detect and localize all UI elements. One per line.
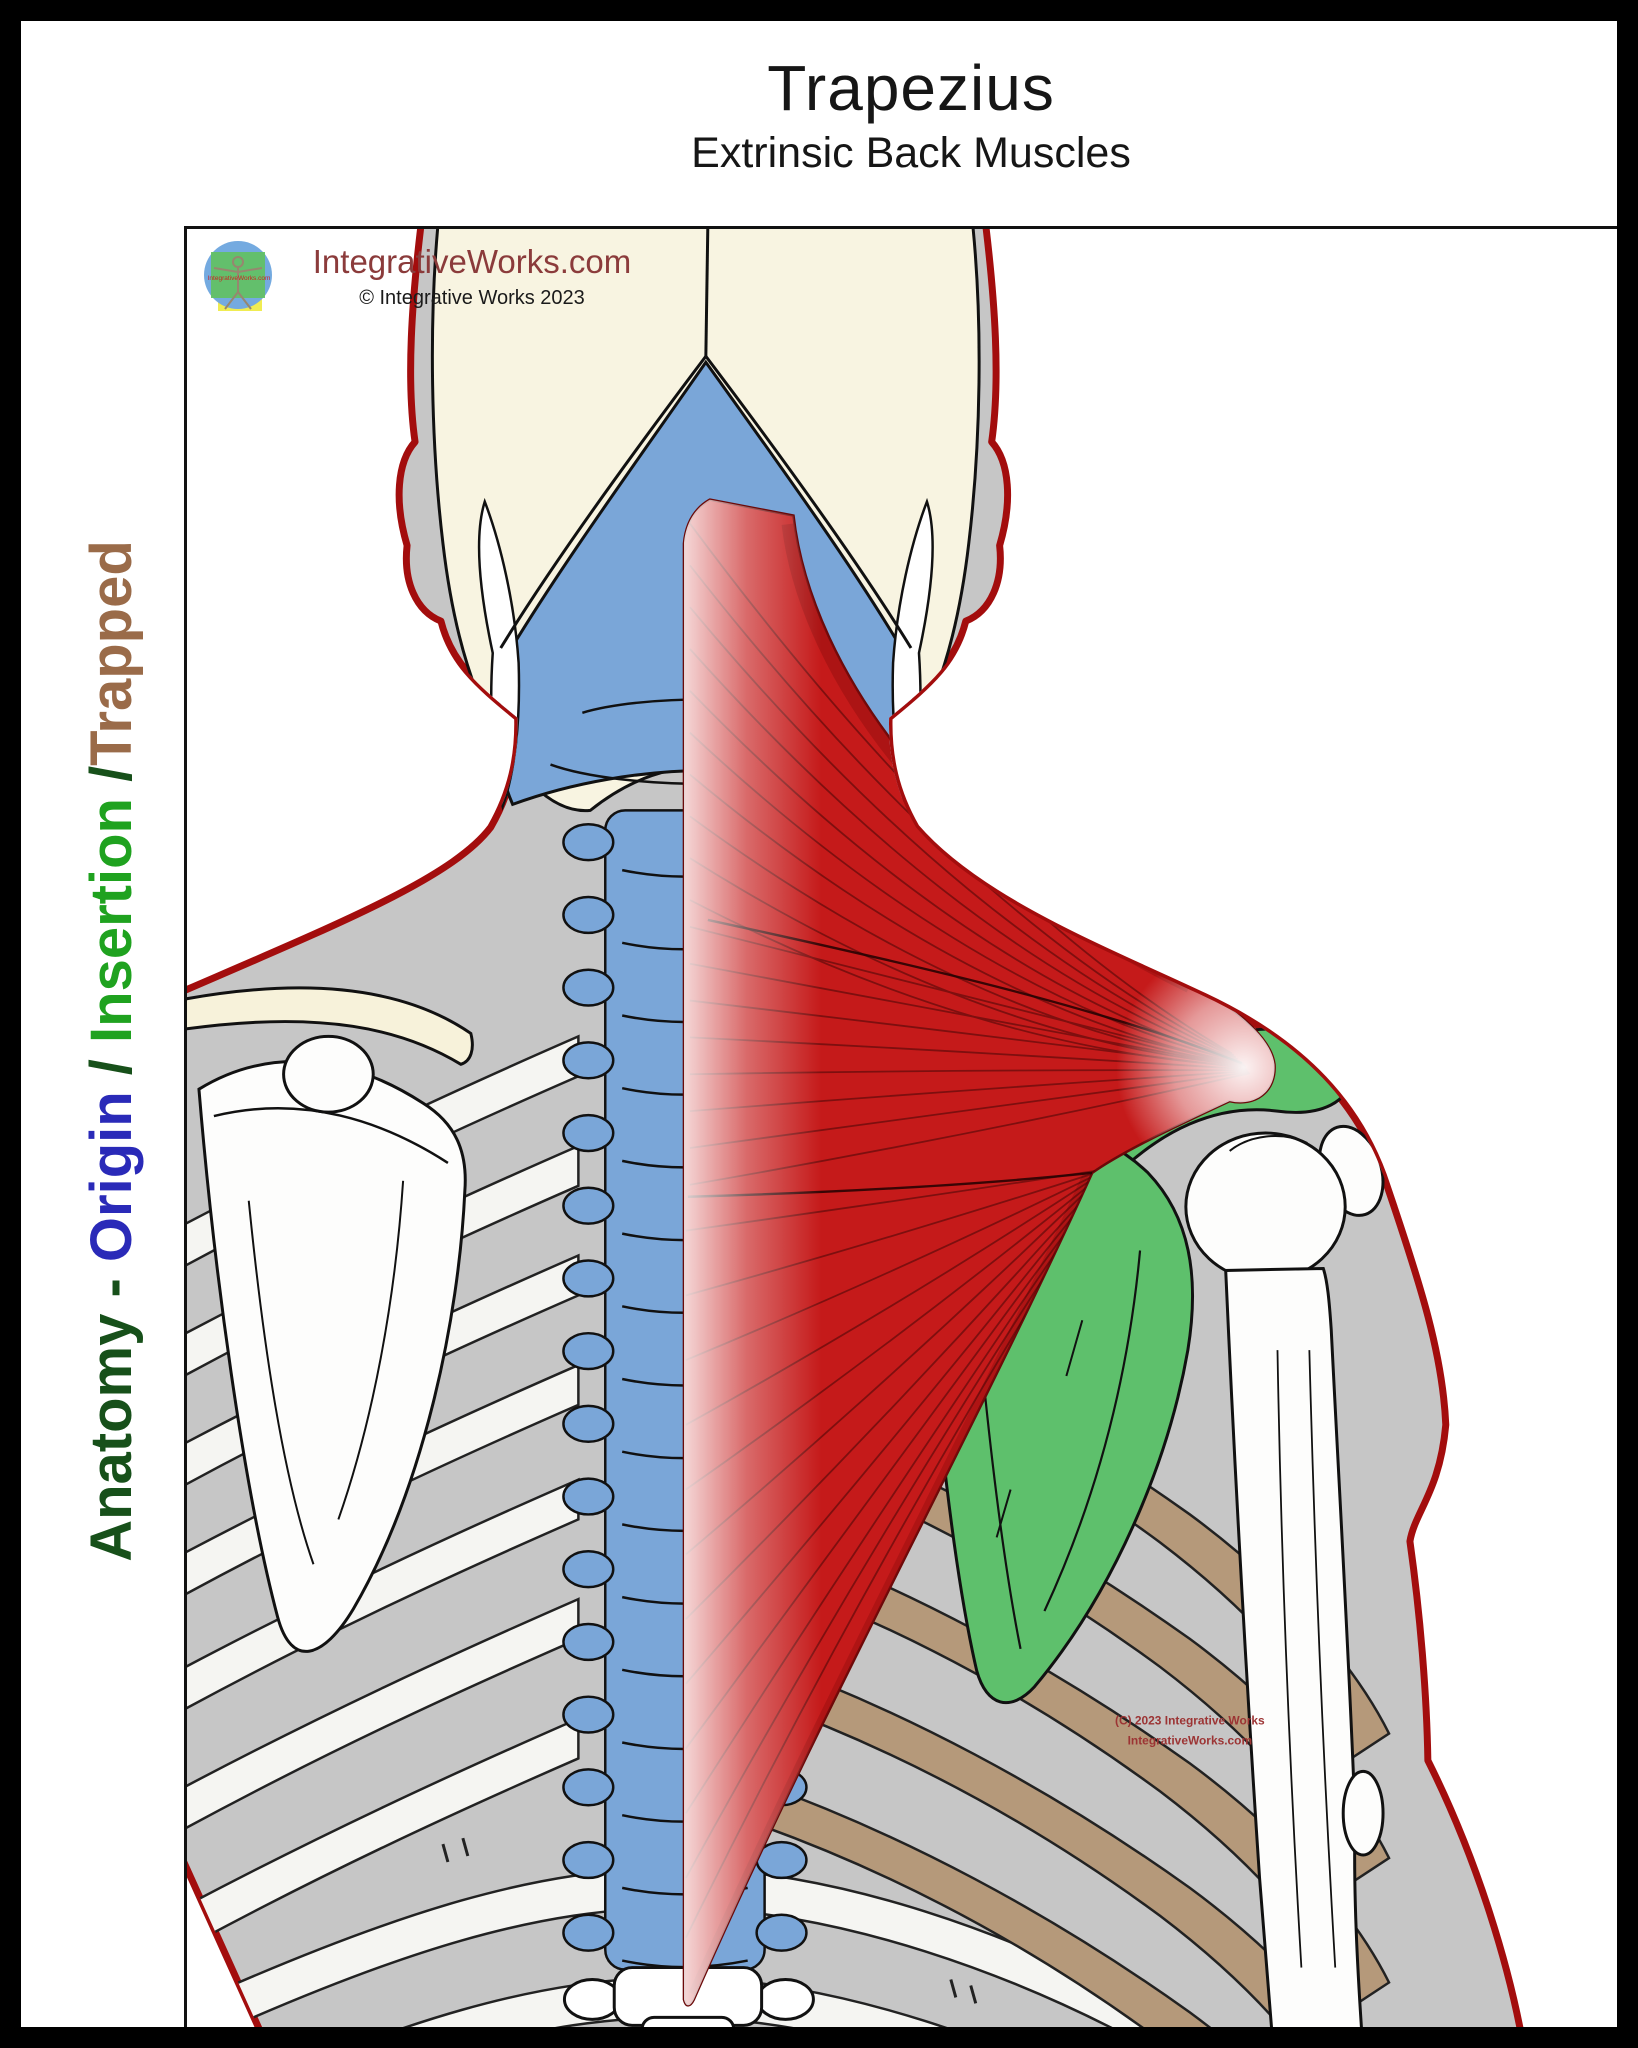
side-label-text: Anatomy - Origin / Insertion /Trapped [79, 540, 144, 1562]
copyright-text: © Integrative Works 2023 [359, 287, 585, 309]
side-label-origin: Origin [79, 1091, 144, 1262]
page-subtitle: Extrinsic Back Muscles [691, 129, 1131, 177]
side-label-slash2: / [79, 766, 144, 798]
humerus [1184, 1124, 1385, 2027]
side-label-insertion: Insertion [79, 798, 144, 1043]
logo-vitruvian-figure [213, 256, 263, 310]
anatomy-illustration: (C) 2023 Integrative Works IntegrativeWo… [187, 229, 1524, 2027]
muscle-medial-fade [683, 499, 822, 2006]
side-label: Anatomy - Origin / Insertion /Trapped [79, 540, 144, 1562]
side-label-slash1: / [79, 1043, 144, 1091]
side-label-trapped: Trapped [79, 540, 144, 766]
watermark-line1: (C) 2023 Integrative Works [1115, 1714, 1265, 1728]
skull-sutures [499, 229, 913, 649]
watermark-line2: IntegrativeWorks.com [1128, 1733, 1253, 1747]
side-label-dash: - [79, 1262, 144, 1314]
integrative-works-logo: IntegrativeWorks.com [204, 241, 272, 311]
illustration-frame: (C) 2023 Integrative Works IntegrativeWo… [184, 226, 1617, 2027]
side-label-anatomy: Anatomy [79, 1314, 144, 1562]
left-clavicle [187, 986, 474, 1066]
inner-watermark: (C) 2023 Integrative Works IntegrativeWo… [1115, 1714, 1265, 1748]
site-name: IntegrativeWorks.com [312, 243, 632, 280]
page-title: Trapezius [767, 52, 1055, 124]
logo-text: IntegrativeWorks.com [208, 275, 271, 282]
branding-block: IntegrativeWorks.com © Integrative Works… [292, 243, 652, 310]
left-scapula [197, 1034, 467, 1653]
title-block: Trapezius Extrinsic Back Muscles [184, 51, 1617, 178]
